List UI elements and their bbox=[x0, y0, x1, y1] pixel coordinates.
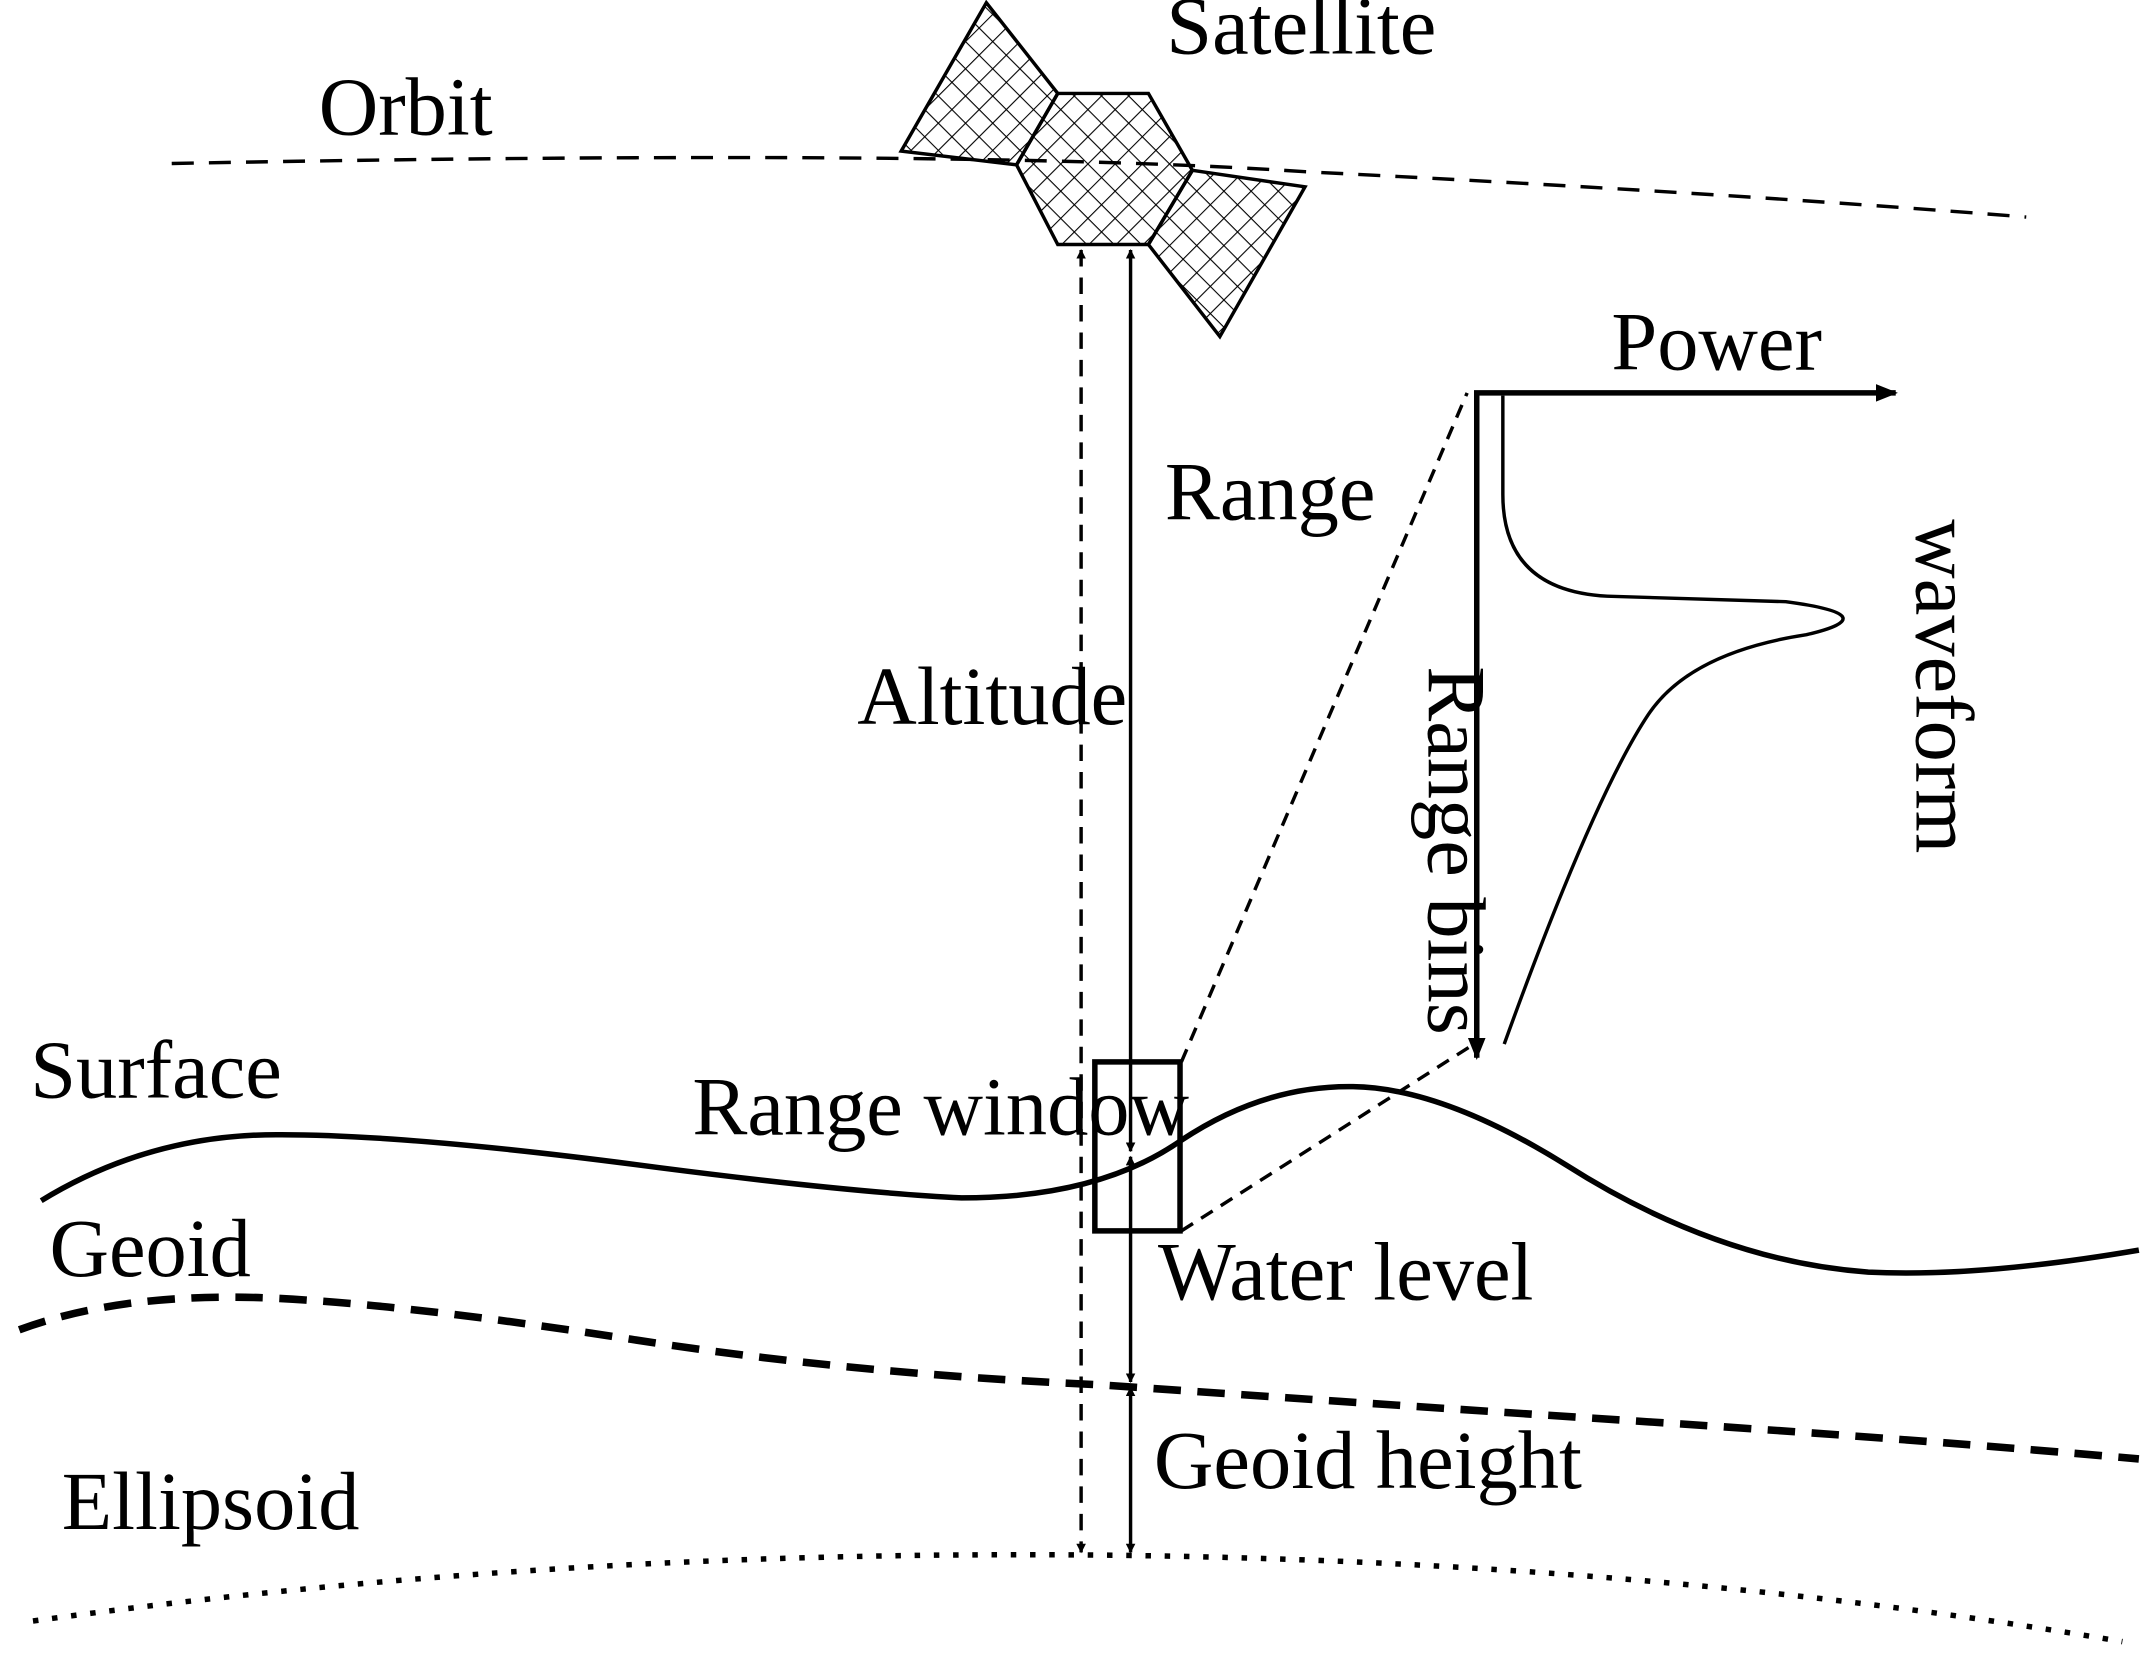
orbit-line bbox=[171, 155, 2027, 219]
range-window-box bbox=[1092, 1059, 1183, 1234]
zoom-line-top bbox=[1179, 392, 1469, 1063]
geoid-height-label: Geoid height bbox=[1154, 1415, 1582, 1506]
waveform-label: waveform bbox=[1898, 519, 1989, 853]
surface-label: Surface bbox=[30, 1025, 282, 1116]
range-bins-label: Range bins bbox=[1411, 666, 1502, 1035]
water-level-label: Water level bbox=[1158, 1227, 1533, 1318]
geoid-label: Geoid bbox=[49, 1203, 250, 1294]
satellite-icon bbox=[898, 0, 1308, 340]
waveform-curve bbox=[1501, 395, 1845, 1045]
geoid-line bbox=[17, 1293, 2140, 1463]
power-label: Power bbox=[1611, 297, 1822, 388]
satellite-label: Satellite bbox=[1166, 0, 1436, 72]
range-window-label: Range window bbox=[692, 1062, 1189, 1153]
ellipsoid-line bbox=[32, 1551, 2123, 1645]
surface-line bbox=[39, 1083, 2140, 1276]
orbit-label: Orbit bbox=[319, 62, 493, 153]
ellipsoid-label: Ellipsoid bbox=[62, 1456, 360, 1547]
altitude-label: Altitude bbox=[857, 651, 1127, 742]
zoom-line-bottom bbox=[1180, 1042, 1475, 1233]
range-label: Range bbox=[1165, 446, 1376, 537]
